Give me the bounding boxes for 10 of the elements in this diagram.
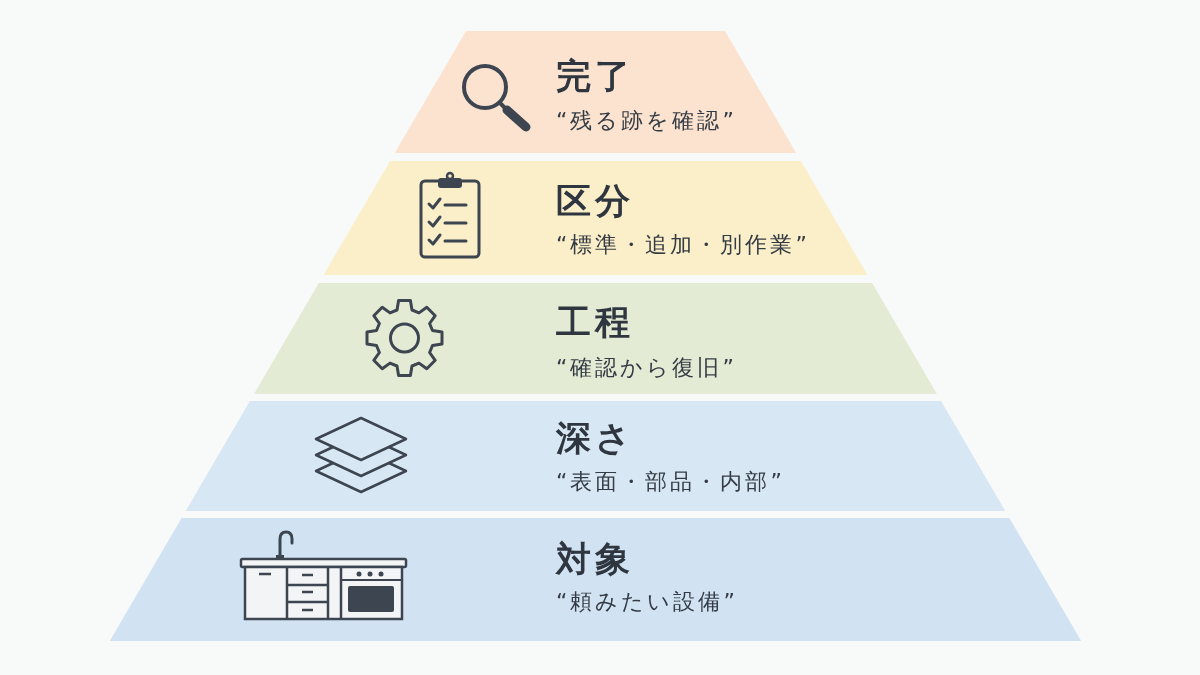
- tier-title: 対象: [556, 539, 634, 579]
- tier-subtitle: “確認から復旧”: [556, 354, 737, 382]
- tier-subtitle: “残る跡を確認”: [556, 107, 737, 135]
- tier-subtitle: “頼みたい設備”: [556, 588, 738, 616]
- tier-subtitle: “標準・追加・別作業”: [556, 231, 810, 259]
- tier-title: 深さ: [556, 418, 635, 458]
- tier-subtitle: “表面・部品・内部”: [556, 468, 785, 496]
- tier-title: 区分: [556, 181, 634, 221]
- tier-title: 工程: [556, 302, 634, 342]
- tier-title: 完了: [556, 56, 634, 96]
